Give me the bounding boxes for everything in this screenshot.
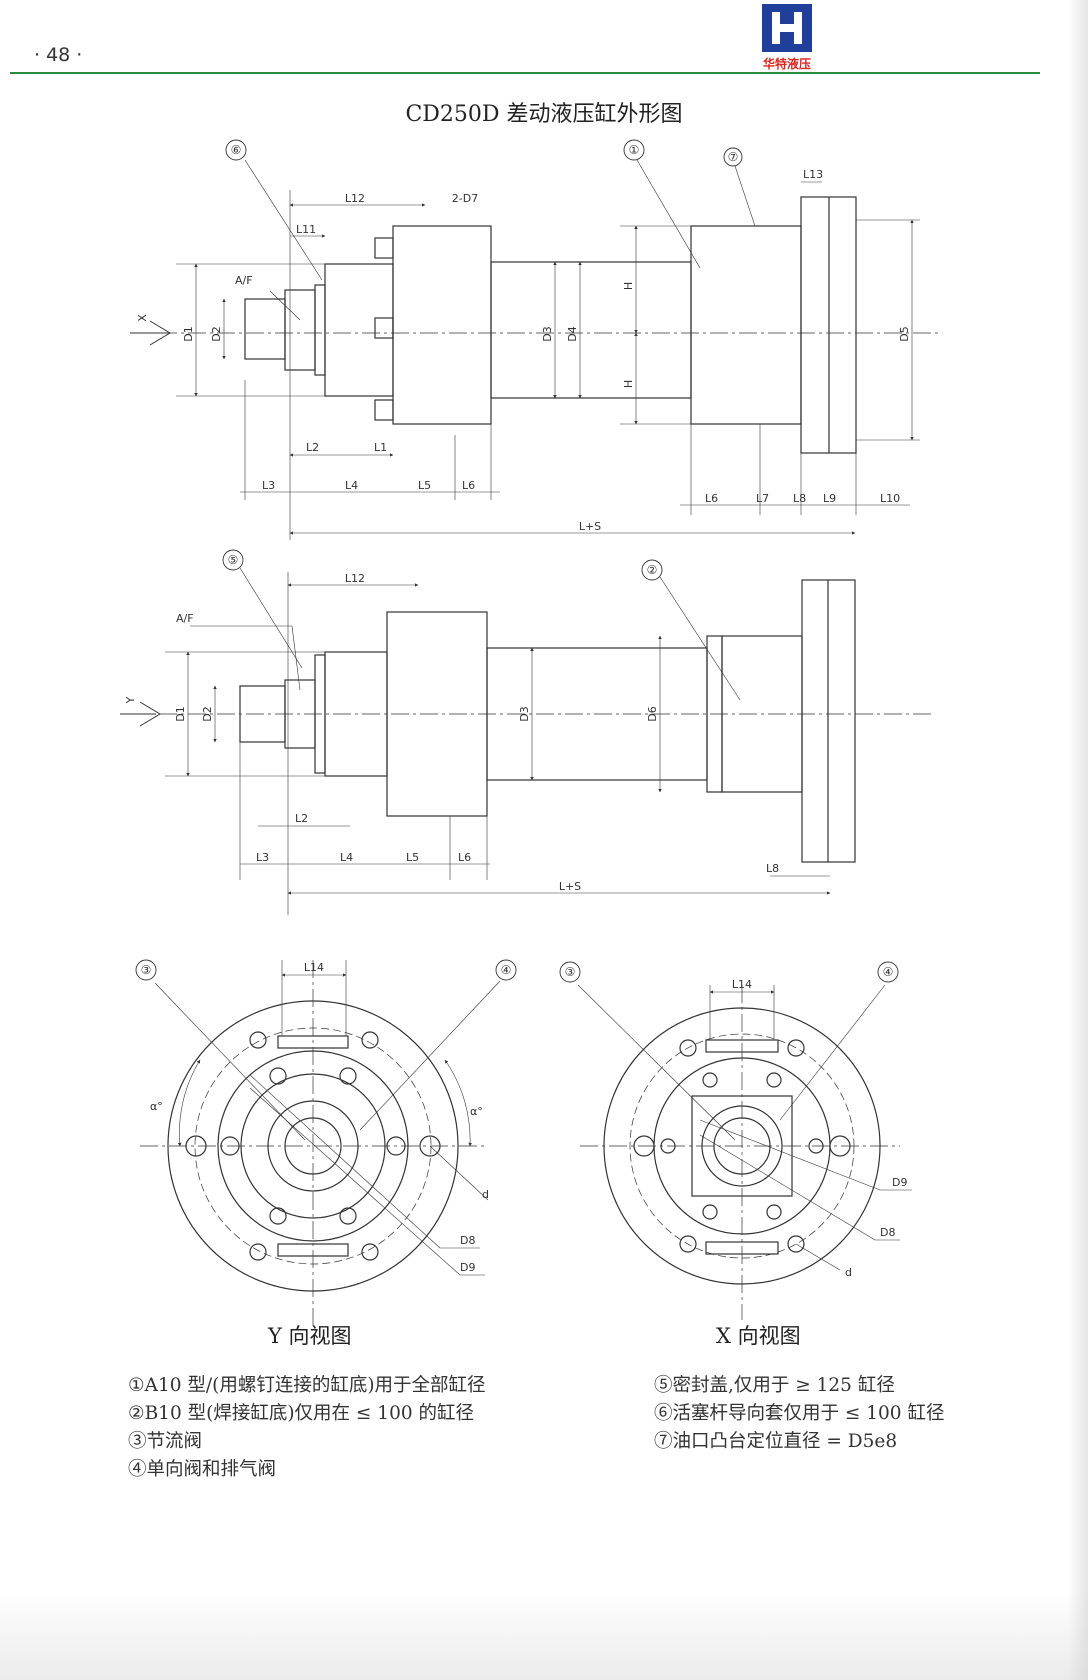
dim-L13: L13 — [803, 168, 823, 181]
dim-D4: D4 — [566, 326, 579, 341]
page-number: · 48 · — [34, 44, 83, 66]
dim-D9: D9 — [460, 1261, 475, 1274]
dim-d: d — [845, 1266, 852, 1279]
dim-L8: L8 — [766, 862, 779, 875]
dim-L6-right: L6 — [705, 492, 718, 505]
dim-D1: D1 — [182, 326, 195, 341]
dim-D8: D8 — [460, 1234, 475, 1247]
x-view-caption: X 向视图 — [716, 1324, 801, 1348]
dim-L2: L2 — [295, 812, 308, 825]
note-item: ①A10 型/(用螺钉连接的缸底)用于全部缸径 — [128, 1375, 486, 1396]
callout-4: ④ — [501, 963, 512, 977]
dim-L-plus-S: L+S — [559, 880, 581, 893]
dim-L14: L14 — [732, 978, 752, 991]
dim-L-plus-S: L+S — [579, 520, 601, 533]
scan-edge-shadow — [1068, 0, 1088, 1680]
brand-logo: 华特液压 — [752, 4, 822, 72]
dim-L12: L12 — [345, 572, 365, 585]
direction-Y: Y — [124, 696, 137, 704]
dim-L3: L3 — [262, 479, 275, 492]
note-item: ③节流阀 — [128, 1431, 203, 1452]
note-item: ②B10 型(焊接缸底)仅用在 ≤ 100 的缸径 — [128, 1403, 474, 1424]
dim-2-D7: 2-D7 — [452, 192, 478, 205]
note-item: ⑥活塞杆导向套仅用于 ≤ 100 缸径 — [654, 1403, 945, 1424]
direction-X: X — [136, 314, 149, 322]
y-view-caption: Y 向视图 — [268, 1324, 352, 1348]
callout-5: ⑤ — [228, 553, 239, 567]
x-view-figure — [559, 961, 912, 1320]
callout-3: ③ — [141, 963, 152, 977]
top-view — [130, 139, 940, 540]
dim-AF: A/F — [235, 274, 253, 287]
dim-D8: D8 — [880, 1226, 895, 1239]
dim-D9: D9 — [892, 1176, 907, 1189]
logo-text: 华特液压 — [762, 57, 811, 71]
callout-3: ③ — [565, 965, 576, 979]
dim-L3: L3 — [256, 851, 269, 864]
dim-L6: L6 — [458, 851, 471, 864]
dim-L11: L11 — [296, 223, 316, 236]
dim-L2: L2 — [306, 441, 319, 454]
dim-D3: D3 — [518, 706, 531, 721]
callout-2: ② — [647, 563, 658, 577]
dim-L14: L14 — [304, 961, 324, 974]
bottom-view — [120, 549, 935, 915]
bottom-view-labels: ⑤ ② L12 A/F D1 D2 D3 D6 L2 L3 L4 L5 L6 L… — [124, 553, 779, 893]
dim-alpha-left: α° — [150, 1100, 163, 1113]
dim-L1: L1 — [374, 441, 387, 454]
y-view-labels: ③ ④ L14 α° α° d D8 D9 — [141, 961, 512, 1274]
dim-L4: L4 — [345, 479, 358, 492]
dim-H-upper: H — [622, 282, 635, 290]
dim-L10: L10 — [880, 492, 900, 505]
dim-D2: D2 — [210, 326, 223, 341]
callout-4: ④ — [883, 965, 894, 979]
notes-left: ①A10 型/(用螺钉连接的缸底)用于全部缸径 ②B10 型(焊接缸底)仅用在 … — [128, 1372, 486, 1484]
dim-L6: L6 — [462, 479, 475, 492]
dim-AF: A/F — [176, 612, 194, 625]
note-item: ④单向阀和排气阀 — [128, 1459, 277, 1480]
dim-D2: D2 — [201, 706, 214, 721]
x-view-labels: ③ ④ L14 D9 D8 d — [565, 965, 908, 1279]
y-view-figure — [135, 959, 517, 1330]
dim-L9: L9 — [823, 492, 836, 505]
top-view-labels: ⑥ ① ⑦ L12 2-D7 L11 A/F D1 D2 D3 D4 H H D… — [136, 143, 911, 533]
note-item: ⑦油口凸台定位直径 = D5e8 — [654, 1431, 898, 1452]
dim-D1: D1 — [174, 706, 187, 721]
dim-D5: D5 — [898, 326, 911, 341]
dim-L4: L4 — [340, 851, 353, 864]
note-item: ⑤密封盖,仅用于 ≥ 125 缸径 — [654, 1375, 895, 1396]
drawing-title: CD250D 差动液压缸外形图 — [405, 102, 683, 127]
notes-right: ⑤密封盖,仅用于 ≥ 125 缸径 ⑥活塞杆导向套仅用于 ≤ 100 缸径 ⑦油… — [654, 1372, 944, 1456]
dim-d: d — [482, 1188, 489, 1201]
dim-L5: L5 — [406, 851, 419, 864]
dim-alpha-right: α° — [470, 1105, 483, 1118]
dim-D3: D3 — [541, 326, 554, 341]
dim-L7: L7 — [756, 492, 769, 505]
header-rule — [10, 72, 1040, 74]
dim-L8: L8 — [793, 492, 806, 505]
dim-D6: D6 — [646, 706, 659, 721]
logo-mark-icon — [762, 4, 812, 52]
callout-1: ① — [629, 143, 640, 157]
dim-H-lower: H — [622, 380, 635, 388]
callout-7: ⑦ — [728, 150, 739, 164]
dim-L12: L12 — [345, 192, 365, 205]
dim-L5: L5 — [418, 479, 431, 492]
scan-bottom-shadow — [0, 1590, 1088, 1680]
callout-6: ⑥ — [231, 143, 242, 157]
